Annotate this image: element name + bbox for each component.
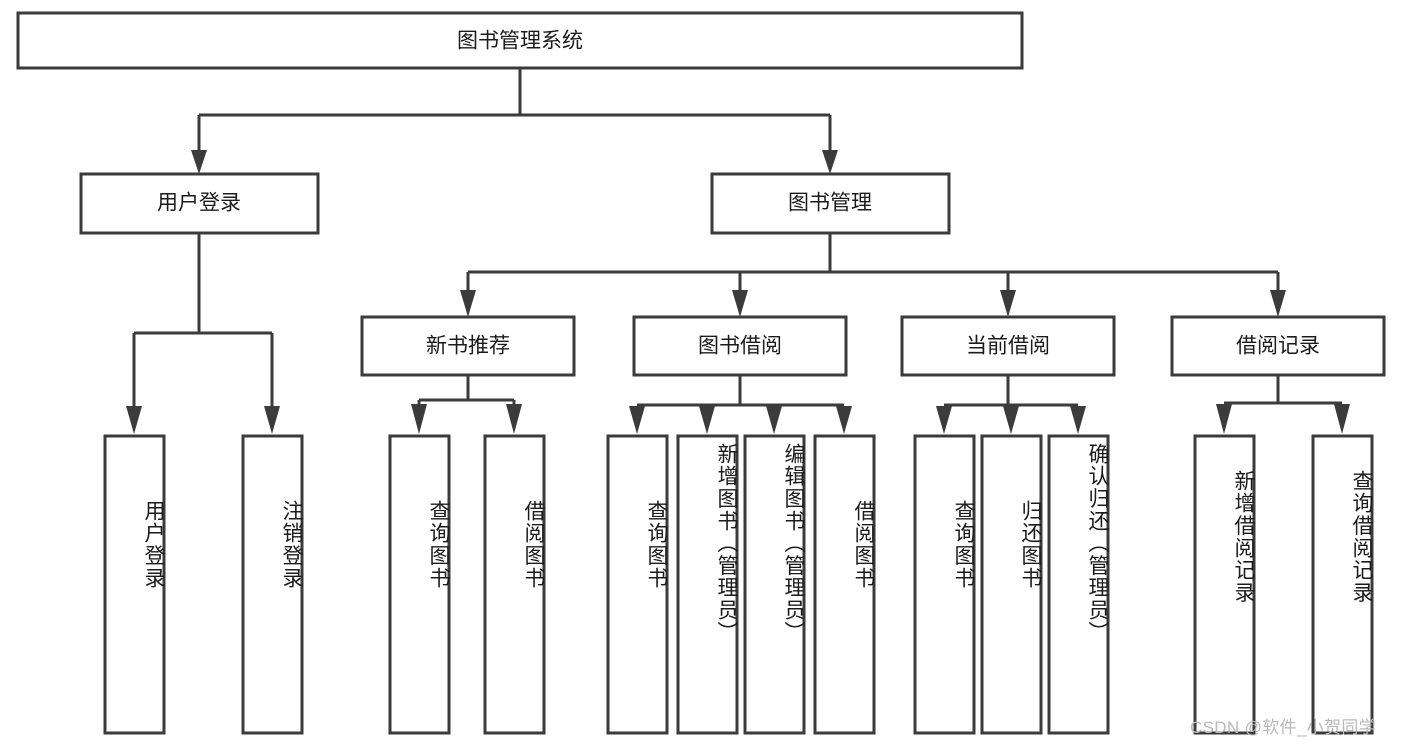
leaf-box-book-borrow-4[interactable] xyxy=(813,434,876,735)
node-book-borrow-box[interactable] xyxy=(632,315,848,377)
connector-group-borrowrecord xyxy=(1216,375,1350,434)
node-current-borrow-box[interactable] xyxy=(900,315,1116,377)
node-borrow-record-box[interactable] xyxy=(1170,315,1386,377)
connector-group-currentborrow xyxy=(936,375,1086,434)
arrowhead-leaf-bookborrow-3 xyxy=(766,406,782,434)
arrowhead-leaf-currentborrow-2 xyxy=(1003,406,1019,434)
leaf-box-book-borrow-2[interactable] xyxy=(676,434,739,735)
arrowhead-leaf-newbook-1 xyxy=(411,404,427,434)
arrowhead-leaf-currentborrow-3 xyxy=(1070,406,1086,434)
arrowhead-leaf-currentborrow-1 xyxy=(936,406,952,434)
arrowhead-leaf-newbook-2 xyxy=(506,404,522,434)
node-root-box[interactable] xyxy=(16,11,1024,70)
arrowhead-leaf-user-login-1 xyxy=(126,406,142,434)
leaf-box-user-login-2[interactable] xyxy=(241,434,304,735)
arrowhead-bookmgmt xyxy=(822,150,838,174)
arrowhead-bookborrow xyxy=(732,290,748,317)
node-user-login-box[interactable] xyxy=(79,172,320,235)
arrowhead-leaf-bookborrow-4 xyxy=(836,406,852,434)
arrowhead-leaf-bookborrow-2 xyxy=(699,406,715,434)
arrowhead-newbook xyxy=(460,290,476,317)
leaf-box-current-borrow-2[interactable] xyxy=(980,434,1043,735)
arrowhead-leaf-user-login-2 xyxy=(264,406,280,434)
node-new-book-recommend-label: 新书推荐 xyxy=(426,335,510,358)
arrowhead-currentborrow xyxy=(1000,290,1016,317)
arrowhead-userlogin xyxy=(191,150,207,174)
watermark-text: CSDN @软件_小贺同学 xyxy=(1190,718,1377,737)
connector-group-userlogin xyxy=(126,233,280,434)
node-current-borrow-label: 当前借阅 xyxy=(966,335,1050,358)
leaf-box-new-book-1[interactable] xyxy=(388,434,451,735)
connector-group-bookborrow xyxy=(629,375,852,434)
node-borrow-record-label: 借阅记录 xyxy=(1236,335,1320,358)
leaf-box-book-borrow-1[interactable] xyxy=(606,434,669,735)
leaf-box-borrow-record-1[interactable] xyxy=(1193,434,1256,735)
arrowhead-borrowrecord xyxy=(1270,290,1286,317)
leaf-box-book-borrow-3[interactable] xyxy=(743,434,806,735)
leaf-box-user-login-1[interactable] xyxy=(103,434,166,735)
leaf-box-current-borrow-1[interactable] xyxy=(913,434,976,735)
leaf-box-borrow-record-2[interactable] xyxy=(1311,434,1374,735)
node-root-label: 图书管理系统 xyxy=(457,30,583,53)
node-book-management-label: 图书管理 xyxy=(788,192,872,215)
node-book-borrow-label: 图书借阅 xyxy=(698,335,782,358)
connector-group-root xyxy=(191,68,838,174)
connector-group-bookmgmt xyxy=(460,233,1286,317)
arrowhead-leaf-bookborrow-1 xyxy=(629,406,645,434)
node-user-login-label: 用户登录 xyxy=(157,192,241,215)
node-book-management-box[interactable] xyxy=(710,172,951,235)
leaf-box-current-borrow-3[interactable] xyxy=(1047,434,1110,735)
node-new-book-recommend-box[interactable] xyxy=(360,315,576,377)
connector-group-newbook xyxy=(411,375,522,434)
arrowhead-leaf-borrowrecord-2 xyxy=(1334,404,1350,434)
leaf-box-new-book-2[interactable] xyxy=(483,434,546,735)
arrowhead-leaf-borrowrecord-1 xyxy=(1216,404,1232,434)
